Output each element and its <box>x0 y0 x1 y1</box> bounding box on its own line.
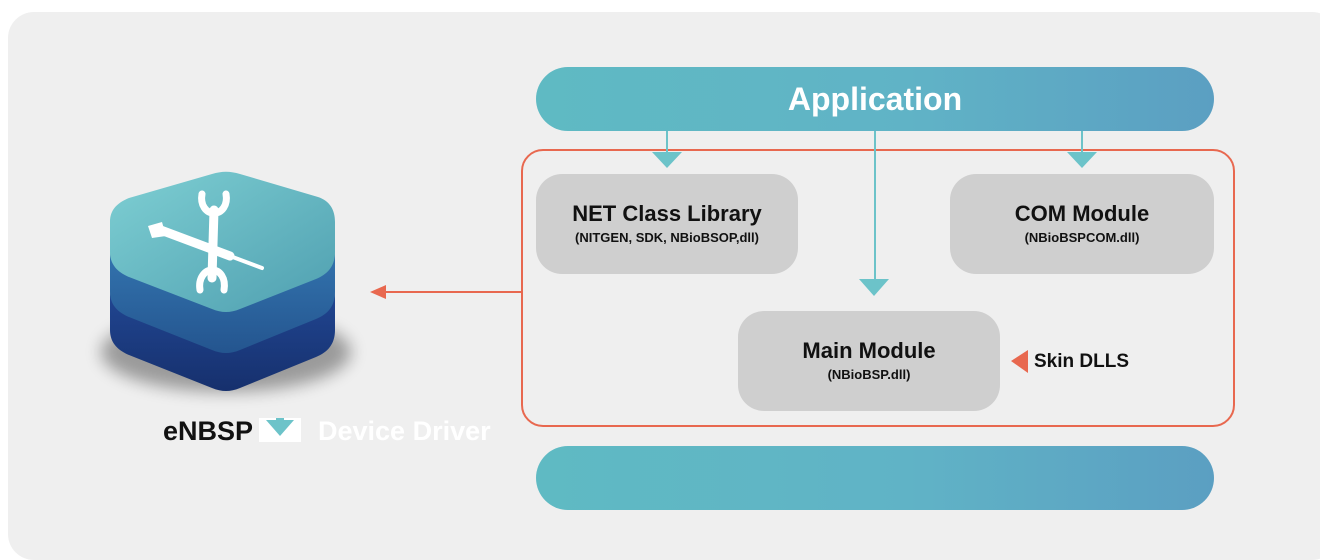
net-class-library-box: NET Class Library (NITGEN, SDK, NBioBSOP… <box>536 174 798 274</box>
application-bar: Application <box>536 67 1214 131</box>
arrow-to-enbsp <box>370 285 521 299</box>
com-module-box: COM Module (NBioBSPCOM.dll) <box>950 174 1214 274</box>
down-arrow-icon <box>259 418 301 442</box>
com-module-title: COM Module <box>1014 201 1150 226</box>
arrow-to-net <box>652 131 682 168</box>
wrench-screwdriver-icon <box>148 190 264 294</box>
enbsp-logo <box>101 171 351 392</box>
main-module-box: Main Module (NBioBSP.dll) <box>738 311 1000 411</box>
main-module-subtitle: (NBioBSP.dll) <box>827 367 911 382</box>
arrow-to-com <box>1067 131 1097 168</box>
arrow-to-main <box>859 131 889 296</box>
skin-arrow-icon <box>1011 350 1028 373</box>
main-module-title: Main Module <box>802 338 936 363</box>
net-class-library-subtitle: (NITGEN, SDK, NBioBSOP,dll) <box>575 230 759 245</box>
application-label: Application <box>787 80 963 117</box>
skin-dlls-label: Skin DLLS <box>1034 351 1130 372</box>
net-class-library-title: NET Class Library <box>572 201 762 226</box>
bottom-bar <box>536 446 1214 510</box>
module-frame <box>521 149 1235 427</box>
enbsp-label: eNBSP <box>163 416 254 446</box>
com-module-subtitle: (NBioBSPCOM.dll) <box>1024 230 1140 245</box>
device-driver-label: Device Driver <box>318 416 491 446</box>
